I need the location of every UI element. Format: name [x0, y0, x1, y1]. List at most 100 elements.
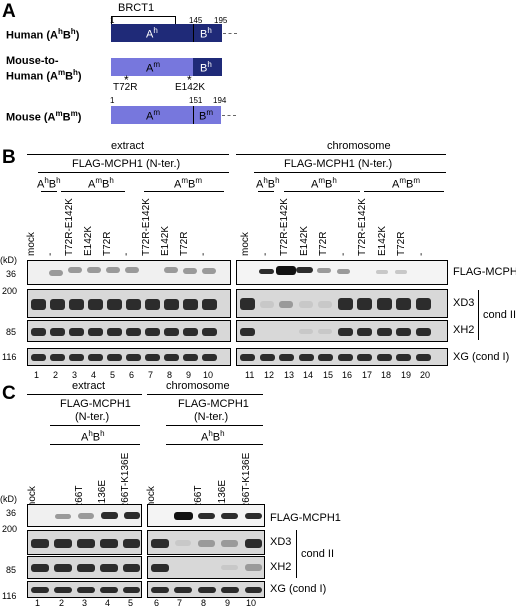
c-chromosome-group: AhBh — [201, 429, 225, 444]
c-extract-construct-line — [50, 425, 140, 426]
human-domain-b — [193, 24, 222, 42]
b-kd-label: (kD) — [0, 255, 17, 265]
b-lane-label: T72R-E142K — [64, 198, 75, 256]
mouse-domain-a-text: Am — [146, 108, 161, 123]
b-lane-label: mock — [26, 232, 37, 256]
b-ext-group-ambm: AmBm — [174, 176, 203, 191]
b-lane-number: 3 — [72, 370, 78, 380]
b-lane-label: E142K — [83, 225, 94, 256]
b-lane-label: T72R — [396, 231, 407, 256]
b-lane-number: 9 — [186, 370, 192, 380]
b-marker-85: 85 — [6, 327, 17, 337]
b-lane-label: T72R — [102, 231, 113, 256]
b-cond2-bracket — [478, 290, 479, 340]
t72r-asterisk: * — [124, 73, 129, 87]
b-chr-group-line-2 — [284, 191, 360, 192]
mouse-domain-b-text: Bm — [199, 108, 214, 123]
mouse-domain-b — [193, 106, 221, 124]
b-lane-label: - — [260, 252, 271, 256]
c-chromosome-label: chromosome — [166, 380, 230, 392]
panel-c-letter: C — [2, 383, 16, 404]
c-lane-number: 3 — [82, 598, 88, 608]
human-tick-195: 195 — [214, 16, 228, 25]
b-lane-label: - — [416, 252, 427, 256]
c-chr-xd3-blot — [147, 530, 265, 555]
b-lane-number: 7 — [148, 370, 154, 380]
b-lane-label: - — [338, 252, 349, 256]
mouse-tick-194: 194 — [213, 96, 227, 105]
t72r-label: T72R — [113, 82, 138, 93]
c-lane-number: 2 — [59, 598, 65, 608]
b-ext-group-line-2 — [61, 191, 125, 192]
b-lane-label: T72R-E142K — [279, 198, 290, 256]
b-flag-label: FLAG-MCPH1 — [453, 266, 516, 278]
panel-a-letter: A — [2, 1, 16, 22]
b-lane-number: 12 — [264, 370, 275, 380]
brct1-bracket-left — [111, 16, 112, 24]
b-ext-group-line-3 — [144, 191, 224, 192]
c-cond2-label: cond II — [301, 548, 335, 560]
b-chr-xg-blot — [236, 348, 448, 366]
c-flag-label: FLAG-MCPH1 — [270, 512, 341, 524]
c-ext-flag-blot — [27, 504, 142, 527]
c-chromosome-group-line — [166, 444, 263, 445]
b-lane-label: T72R-E142K — [141, 198, 152, 256]
b-marker-116: 116 — [2, 352, 17, 362]
b-lane-number: 2 — [53, 370, 59, 380]
b-lane-label: T72R-E142K — [357, 198, 368, 256]
b-extract-line — [27, 154, 229, 155]
b-lane-label: T72R — [318, 231, 329, 256]
b-lane-number: 10 — [203, 370, 214, 380]
c-marker-116: 116 — [2, 591, 17, 601]
brct1-bracket-right — [175, 16, 176, 24]
b-xg-label: XG (cond I) — [453, 351, 510, 363]
b-chr-flag-blot — [236, 260, 448, 285]
c-lane-number: 9 — [225, 598, 231, 608]
mouse-label: Mouse (AmBm) — [6, 109, 82, 124]
c-lane-number: 6 — [154, 598, 160, 608]
b-lane-number: 8 — [167, 370, 173, 380]
b-lane-number: 13 — [284, 370, 295, 380]
human-domain-a-text: Ah — [146, 26, 158, 41]
c-chr-flag-blot — [147, 504, 265, 527]
c-ext-xd3-blot — [27, 530, 142, 555]
b-extract-construct: FLAG-MCPH1 (N-ter.) — [72, 158, 181, 170]
human-tick-145: 145 — [189, 16, 203, 25]
b-lane-number: 4 — [91, 370, 97, 380]
b-chromosome-construct-line — [254, 172, 446, 173]
c-lane-label: R66T-K136E — [241, 452, 252, 510]
c-xh2-label: XH2 — [270, 561, 292, 573]
b-lane-label: mock — [240, 232, 251, 256]
b-lane-number: 16 — [342, 370, 353, 380]
b-lane-number: 6 — [129, 370, 135, 380]
c-xd3-label: XD3 — [270, 536, 292, 548]
mth-domain-a-text: Am — [146, 60, 161, 75]
c-extract-construct-2: (N-ter.) — [75, 411, 110, 423]
mouse-tick-151: 151 — [189, 96, 203, 105]
b-xd3-label: XD3 — [453, 297, 475, 309]
b-xh2-label: XH2 — [453, 324, 475, 336]
e142k-asterisk: * — [187, 73, 192, 87]
b-lane-label: T72R — [179, 231, 190, 256]
b-lane-number: 5 — [110, 370, 116, 380]
b-lane-number: 17 — [362, 370, 373, 380]
c-extract-group-line — [50, 444, 140, 445]
mouse-tick-1: 1 — [110, 96, 115, 105]
c-ext-xh2-blot — [27, 556, 142, 579]
e142k-label: E142K — [175, 82, 206, 93]
c-chr-xg-blot — [147, 581, 265, 598]
b-ext-group-line-1 — [41, 191, 57, 192]
c-chromosome-line — [147, 394, 263, 395]
c-chromosome-construct-line — [166, 425, 263, 426]
b-lane-label: E142K — [299, 225, 310, 256]
b-ext-flag-blot — [27, 260, 231, 285]
c-kd-label: (kD) — [0, 494, 17, 504]
b-lane-number: 19 — [401, 370, 412, 380]
b-chr-group-ahbh: AhBh — [256, 176, 280, 191]
b-lane-label: - — [198, 252, 209, 256]
b-lane-number: 14 — [303, 370, 314, 380]
mth-domain-b — [193, 58, 222, 76]
b-lane-number: 18 — [381, 370, 392, 380]
b-lane-label: E142K — [377, 225, 388, 256]
b-ext-xg-blot — [27, 348, 231, 366]
